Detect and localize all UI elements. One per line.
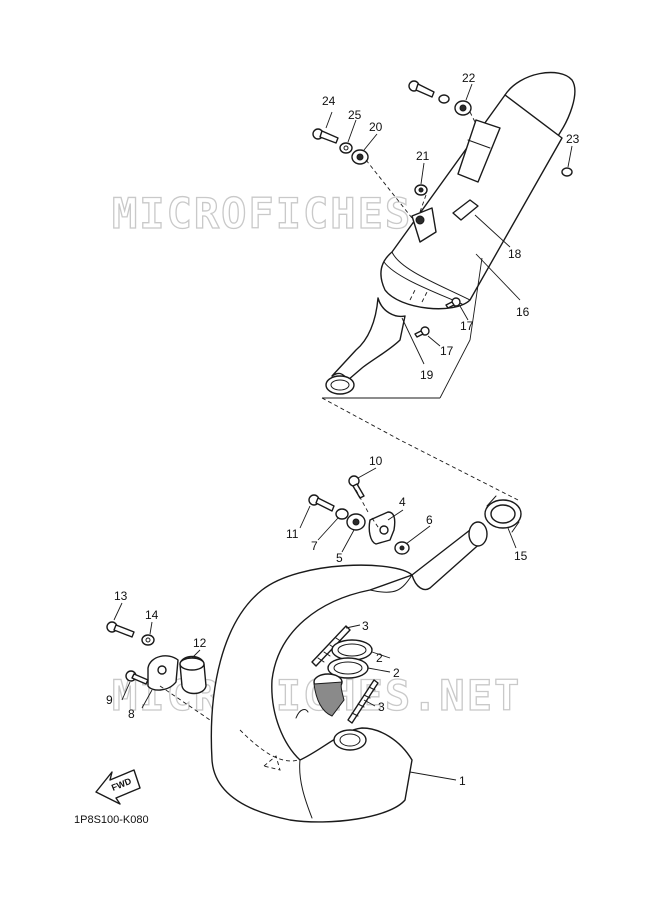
part-5-damper[interactable] [346, 513, 366, 531]
part-10-bolt[interactable] [348, 475, 365, 499]
head-pipe-neck[interactable] [295, 673, 345, 719]
callout-24: 24 [322, 94, 336, 108]
part-17-screw-upper[interactable] [445, 297, 461, 309]
part-25-washer[interactable] [339, 142, 353, 154]
callout-2-upper: 2 [376, 651, 383, 665]
expansion-chamber[interactable] [210, 521, 488, 823]
part-21-collar[interactable] [414, 184, 428, 196]
callout-19: 19 [420, 368, 434, 382]
part-4-bracket[interactable] [368, 511, 396, 545]
callout-10: 10 [369, 454, 383, 468]
callout-22: 22 [462, 71, 476, 85]
upper-leader-lines [321, 83, 573, 501]
muffler-assembly[interactable] [325, 71, 576, 395]
callout-3-upper: 3 [362, 619, 369, 633]
callout-3-lower: 3 [378, 700, 385, 714]
callout-21: 21 [416, 149, 430, 163]
callout-23: 23 [566, 132, 580, 146]
part-24-bolt[interactable] [312, 128, 339, 144]
part-9-bolt[interactable] [125, 670, 149, 685]
diagram-code: 1P8S100-K080 [74, 814, 149, 826]
part-3-spring-upper[interactable] [311, 625, 351, 667]
callout-20: 20 [369, 120, 383, 134]
callout-13: 13 [114, 589, 128, 603]
part-11-bolt[interactable] [308, 494, 335, 512]
part-22-grommet[interactable] [408, 80, 472, 116]
callout-2-lower: 2 [393, 666, 400, 680]
part-7-washer[interactable] [335, 508, 349, 520]
callout-25: 25 [348, 108, 362, 122]
part-12-damper[interactable] [179, 655, 207, 695]
callout-8: 8 [128, 707, 135, 721]
callout-17-lower: 17 [440, 344, 454, 358]
part-13-bolt[interactable] [106, 621, 135, 638]
part-6-collar[interactable] [394, 541, 410, 555]
callout-18: 18 [508, 247, 522, 261]
lower-leader-lines [113, 467, 517, 781]
part-8-bracket[interactable] [147, 655, 179, 691]
callout-15: 15 [514, 549, 528, 563]
part-3-spring-lower[interactable] [347, 679, 379, 724]
callout-4: 4 [399, 495, 406, 509]
part-20-grommet[interactable] [351, 149, 369, 165]
part-17-screw-lower[interactable] [414, 326, 430, 338]
callout-12: 12 [193, 636, 207, 650]
callout-7: 7 [311, 539, 318, 553]
callout-numbers: 24 25 20 21 22 23 18 16 17 17 19 10 4 6 … [106, 71, 580, 788]
fwd-arrow-icon: FWD [95, 769, 141, 805]
part-2-gasket-upper[interactable] [331, 639, 373, 661]
callout-5: 5 [336, 551, 343, 565]
callout-1: 1 [459, 774, 466, 788]
callout-17-upper: 17 [460, 319, 474, 333]
part-14-washer[interactable] [141, 634, 155, 646]
callout-14: 14 [145, 608, 159, 622]
callout-11: 11 [286, 527, 299, 541]
part-15-gasket[interactable] [484, 495, 522, 533]
part-23-nut[interactable] [561, 167, 573, 177]
callout-9: 9 [106, 693, 113, 707]
callout-6: 6 [426, 513, 433, 527]
callout-16: 16 [516, 305, 530, 319]
